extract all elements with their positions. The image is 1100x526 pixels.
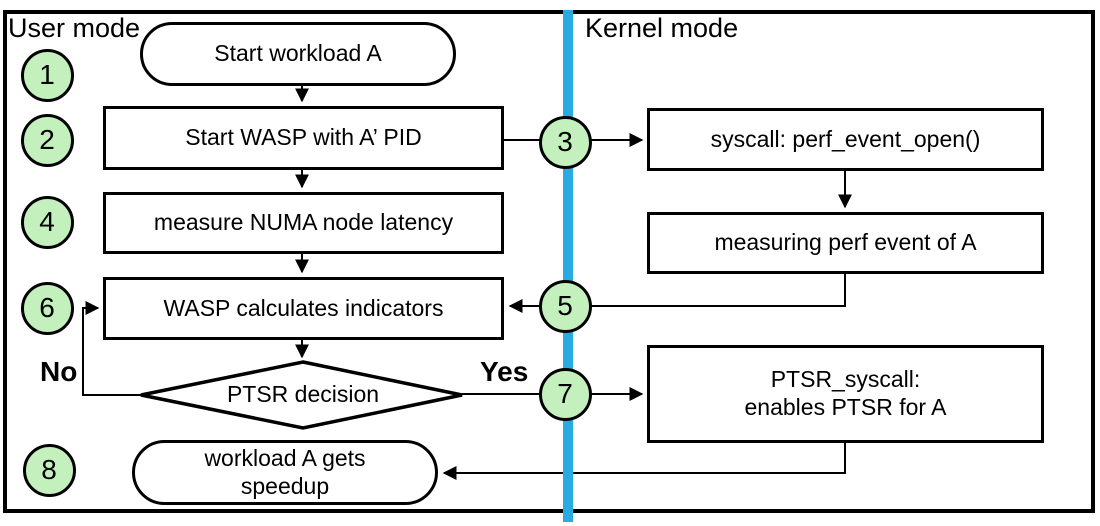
step-badge-5: 5	[538, 279, 592, 333]
node-ptsr-syscall-line1: PTSR_syscall:	[770, 366, 921, 393]
node-wasp-indicators: WASP calculates indicators	[103, 277, 504, 340]
step-badge-3: 3	[538, 115, 592, 169]
node-ptsr-syscall-line2: enables PTSR for A	[744, 394, 947, 420]
step-badge-2-number: 2	[39, 124, 55, 155]
step-badge-4: 4	[20, 195, 74, 249]
node-start-wasp: Start WASP with A’ PID	[103, 106, 504, 170]
node-start-workload-label: Start workload A	[214, 40, 382, 67]
step-badge-2: 2	[20, 113, 74, 167]
step-badge-1: 1	[20, 48, 74, 102]
node-start-workload: Start workload A	[140, 22, 456, 86]
node-ptsr-syscall: PTSR_syscall: enables PTSR for A	[647, 345, 1044, 443]
step-badge-7-number: 7	[557, 378, 573, 409]
decision-diamond-label: PTSR decision	[226, 381, 380, 407]
node-workload-speedup-line1: workload A gets	[204, 444, 366, 471]
step-badge-8-number: 8	[41, 454, 57, 485]
mode-divider-line	[563, 10, 573, 522]
step-badge-6-number: 6	[39, 292, 55, 323]
node-measure-numa-label: measure NUMA node latency	[153, 209, 454, 236]
step-badge-6: 6	[20, 281, 74, 335]
node-start-wasp-label: Start WASP with A’ PID	[185, 124, 422, 151]
node-measuring-perf: measuring perf event of A	[647, 212, 1044, 274]
node-measuring-perf-label: measuring perf event of A	[714, 229, 977, 256]
step-badge-3-number: 3	[557, 126, 573, 157]
step-badge-7: 7	[538, 367, 592, 421]
branch-yes-label: Yes	[480, 356, 529, 387]
kernel-mode-label: Kernel mode	[585, 13, 739, 43]
node-wasp-indicators-label: WASP calculates indicators	[163, 294, 444, 321]
node-workload-speedup: workload A gets speedup	[132, 440, 438, 505]
diagram-border	[3, 10, 1095, 513]
node-measure-numa: measure NUMA node latency	[103, 192, 504, 254]
node-syscall-open: syscall: perf_event_open()	[647, 108, 1044, 171]
node-workload-speedup-line2: speedup	[240, 472, 330, 499]
node-syscall-open-label: syscall: perf_event_open()	[710, 125, 981, 152]
step-badge-4-number: 4	[39, 206, 55, 237]
user-mode-label: User mode	[8, 13, 141, 43]
step-badge-8: 8	[22, 443, 76, 497]
branch-no-label: No	[40, 356, 78, 387]
step-badge-1-number: 1	[39, 59, 55, 90]
step-badge-5-number: 5	[557, 290, 573, 321]
